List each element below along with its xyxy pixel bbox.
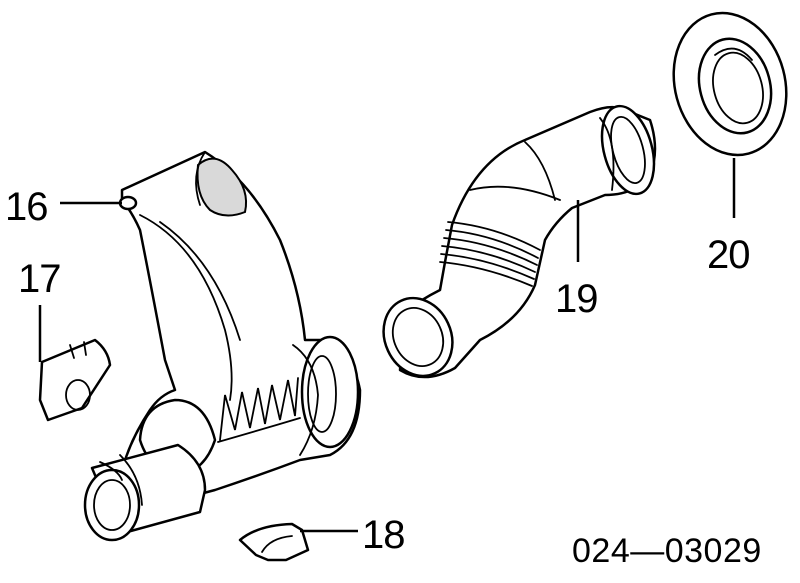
callout-label-16: 16	[5, 185, 48, 229]
callout-label-18: 18	[362, 513, 405, 557]
callout-label-19: 19	[555, 277, 598, 321]
clip-part-18[interactable]	[238, 522, 310, 562]
figure-code: 024—03029	[572, 532, 762, 570]
callout-label-20: 20	[707, 233, 750, 277]
bellows-hose-part-19[interactable]	[371, 100, 663, 387]
callout-label-17: 17	[18, 257, 61, 301]
intake-housing-part-16[interactable]	[83, 150, 362, 542]
bracket-part-17[interactable]	[38, 338, 112, 422]
seal-ring-part-20[interactable]	[658, 0, 800, 168]
